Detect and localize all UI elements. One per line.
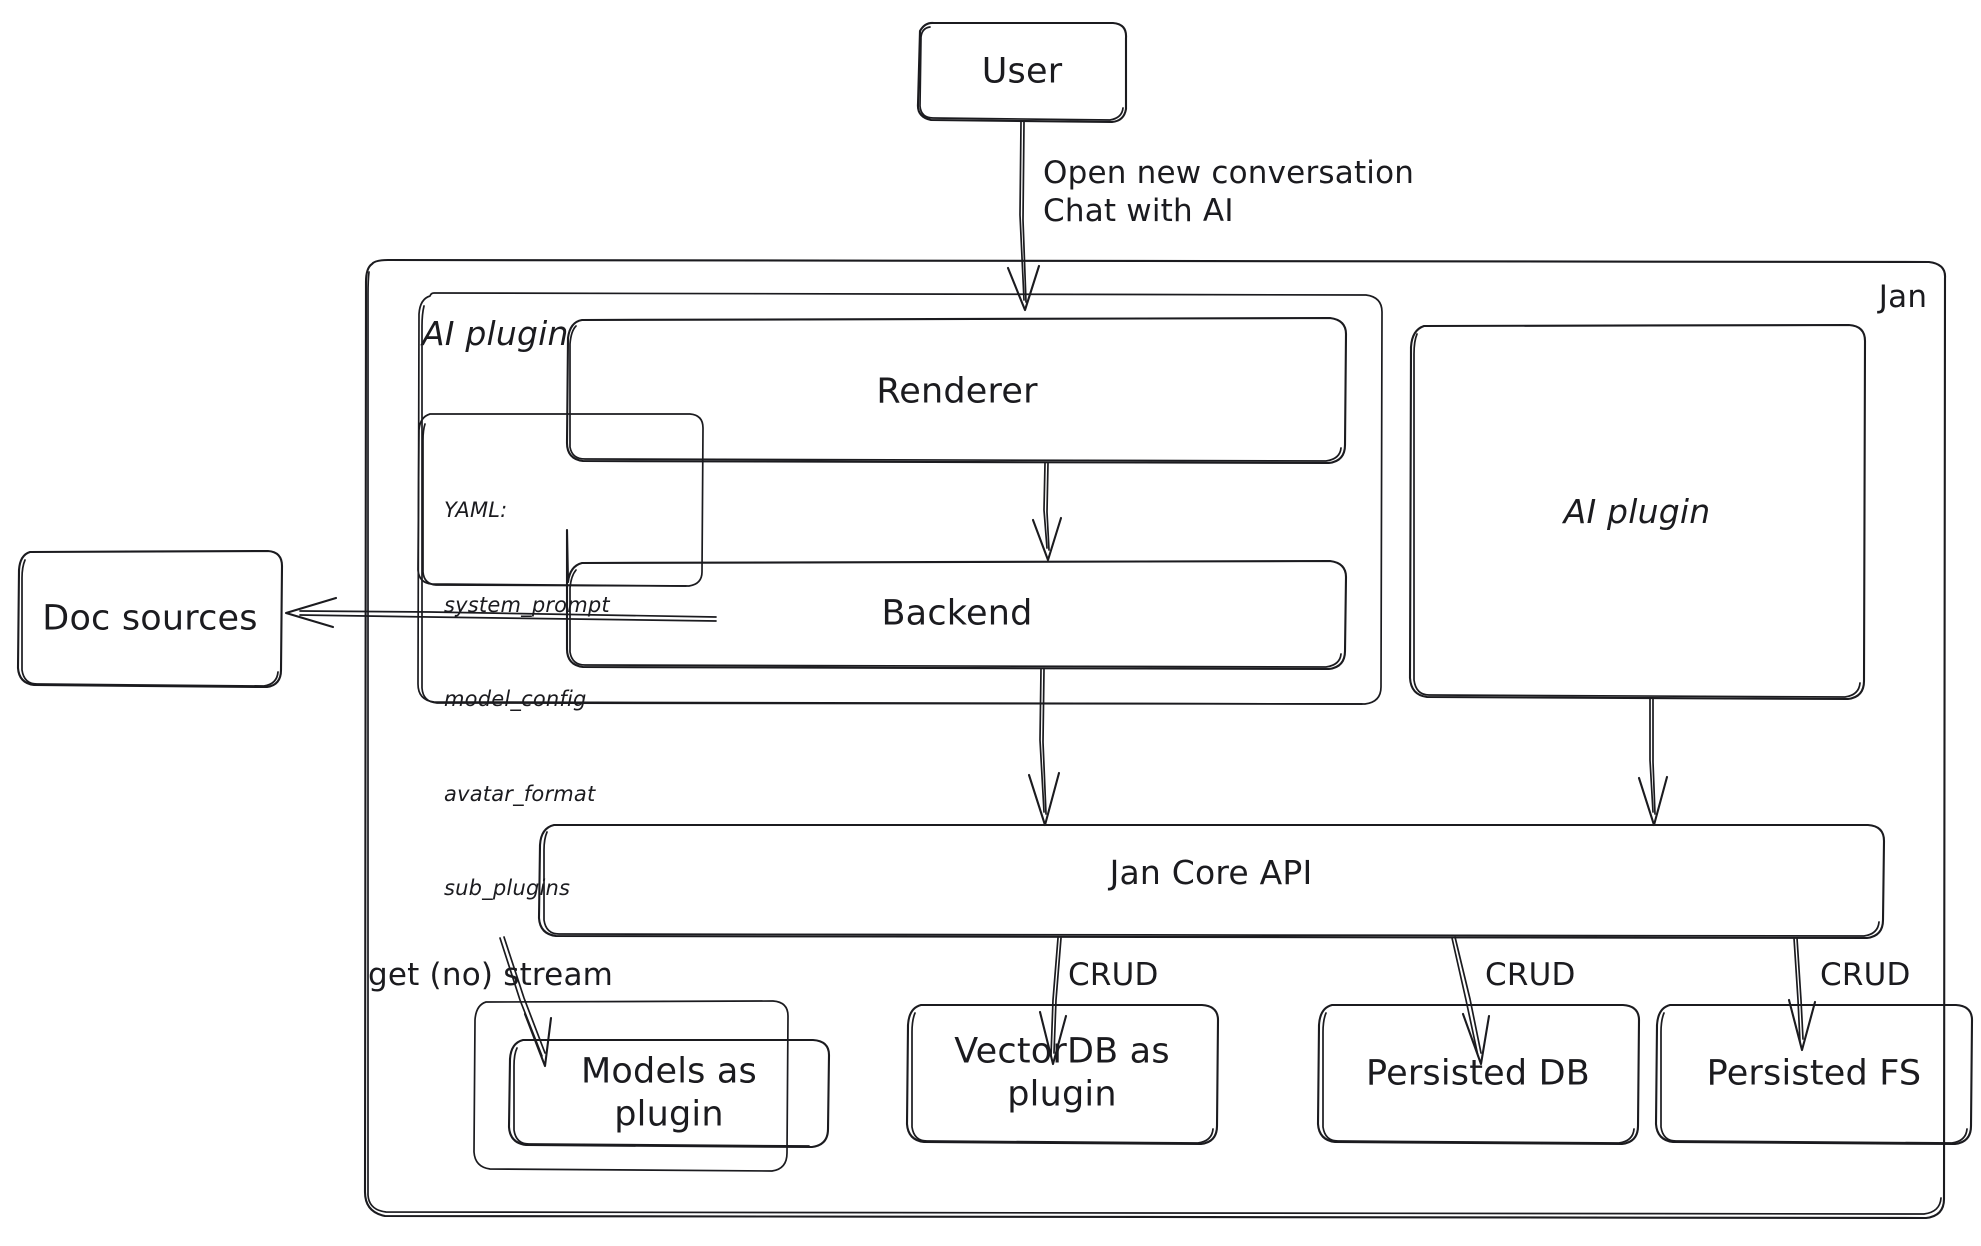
yaml-card-key-0: system_prompt: [444, 592, 610, 617]
edge-label-user-to-renderer: Open new conversation Chat with AI: [1043, 155, 1415, 229]
jan-container-shape[interactable]: [363, 258, 1947, 1220]
renderer-node-label: Renderer: [876, 371, 1038, 412]
persisted-db-node-label: Persisted DB: [1366, 1053, 1590, 1094]
yaml-card-key-3: sub_plugins: [444, 876, 571, 900]
edge-label-core-to-vectordb: CRUD: [1068, 957, 1159, 993]
edge-label-core-to-persisted-db: CRUD: [1485, 957, 1576, 993]
yaml-card-content: YAML: system_prompt model_config avatar_…: [444, 432, 610, 968]
persisted-fs-node-label: Persisted FS: [1706, 1053, 1922, 1094]
ai-plugin-node-label: AI plugin: [1563, 491, 1711, 531]
ai-plugin-group-label: AI plugin: [422, 314, 569, 353]
vectordb-plugin-node-label: VectorDB as plugin: [954, 1031, 1170, 1114]
doc-sources-node-label: Doc sources: [42, 598, 258, 639]
user-node-shape[interactable]: [916, 21, 1128, 124]
persisted-fs-node-shape[interactable]: [1654, 1003, 1974, 1146]
renderer-node-shape[interactable]: [565, 316, 1348, 465]
edge-label-core-to-persisted-fs: CRUD: [1820, 957, 1911, 993]
yaml-card-key-1: model_config: [444, 687, 587, 711]
edge-user-to-renderer: [1006, 121, 1041, 312]
edge-ai-plugin-to-core: [1637, 698, 1669, 827]
edge-core-to-persisted-db: [1451, 936, 1491, 1066]
edge-core-to-models: [499, 936, 553, 1068]
yaml-card-header: YAML:: [444, 498, 508, 522]
backend-node-label: Backend: [881, 593, 1033, 634]
edge-renderer-to-backend: [1031, 462, 1063, 562]
yaml-card-shape[interactable]: [417, 413, 704, 587]
backend-node-shape[interactable]: [565, 528, 1348, 671]
jan-container-label: Jan: [1878, 279, 1928, 316]
user-node-label: User: [981, 51, 1063, 92]
jan-core-api-node-label: Jan Core API: [1109, 852, 1313, 892]
models-plugin-node-label: Models as plugin: [581, 1051, 757, 1134]
edge-core-to-persisted-fs: [1787, 937, 1817, 1052]
ai-plugin-node-shape[interactable]: [1408, 323, 1867, 701]
edge-label-core-to-models: get (no) stream: [368, 957, 614, 993]
persisted-db-node-shape[interactable]: [1316, 1003, 1641, 1146]
doc-sources-node-shape[interactable]: [16, 549, 284, 689]
jan-core-api-node-shape[interactable]: [537, 823, 1886, 940]
edge-backend-to-doc-sources: [284, 596, 717, 629]
vectordb-plugin-node-shape[interactable]: [905, 1003, 1220, 1146]
yaml-card-key-2: avatar_format: [444, 781, 596, 806]
edge-core-to-vectordb: [1038, 937, 1068, 1066]
models-plugin-node-shape[interactable]: [473, 1000, 831, 1172]
ai-plugin-group-shape[interactable]: [417, 292, 1383, 705]
edge-backend-to-core: [1027, 668, 1061, 827]
